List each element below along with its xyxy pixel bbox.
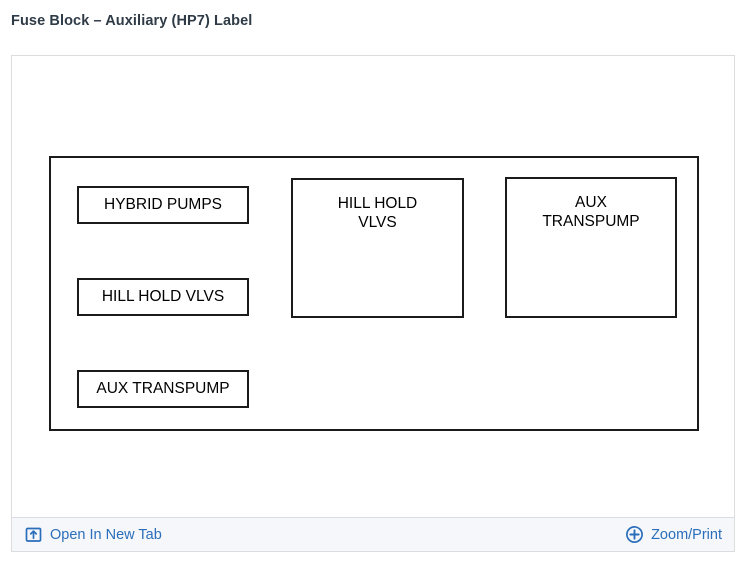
fuse-label-box-aux-transpump: AUX TRANSPUMP <box>77 370 249 408</box>
page-title: Fuse Block – Auxiliary (HP7) Label <box>11 13 253 29</box>
open-in-new-tab-button[interactable]: Open In New Tab <box>24 525 162 544</box>
external-link-icon <box>24 525 43 544</box>
document-viewer-card: HYBRID PUMPS HILL HOLD VLVS AUX TRANSPUM… <box>11 55 735 552</box>
zoom-print-label: Zoom/Print <box>651 526 722 543</box>
fuse-label-box-hybrid-pumps: HYBRID PUMPS <box>77 186 249 224</box>
circle-plus-icon <box>625 525 644 544</box>
open-in-new-tab-label: Open In New Tab <box>50 526 162 543</box>
viewer-footer-toolbar: Open In New Tab Zoom/Print <box>12 517 734 551</box>
zoom-print-button[interactable]: Zoom/Print <box>625 525 722 544</box>
fuse-block-outline: HYBRID PUMPS HILL HOLD VLVS AUX TRANSPUM… <box>49 156 699 431</box>
fuse-label-box-hill-hold-vlvs: HILL HOLD VLVS <box>77 278 249 316</box>
fuse-label-box-hill-hold-vlvs-large: HILL HOLD VLVS <box>291 178 464 318</box>
fuse-block-diagram: HYBRID PUMPS HILL HOLD VLVS AUX TRANSPUM… <box>12 56 734 530</box>
fuse-label-box-aux-transpump-large: AUX TRANSPUMP <box>505 177 677 318</box>
